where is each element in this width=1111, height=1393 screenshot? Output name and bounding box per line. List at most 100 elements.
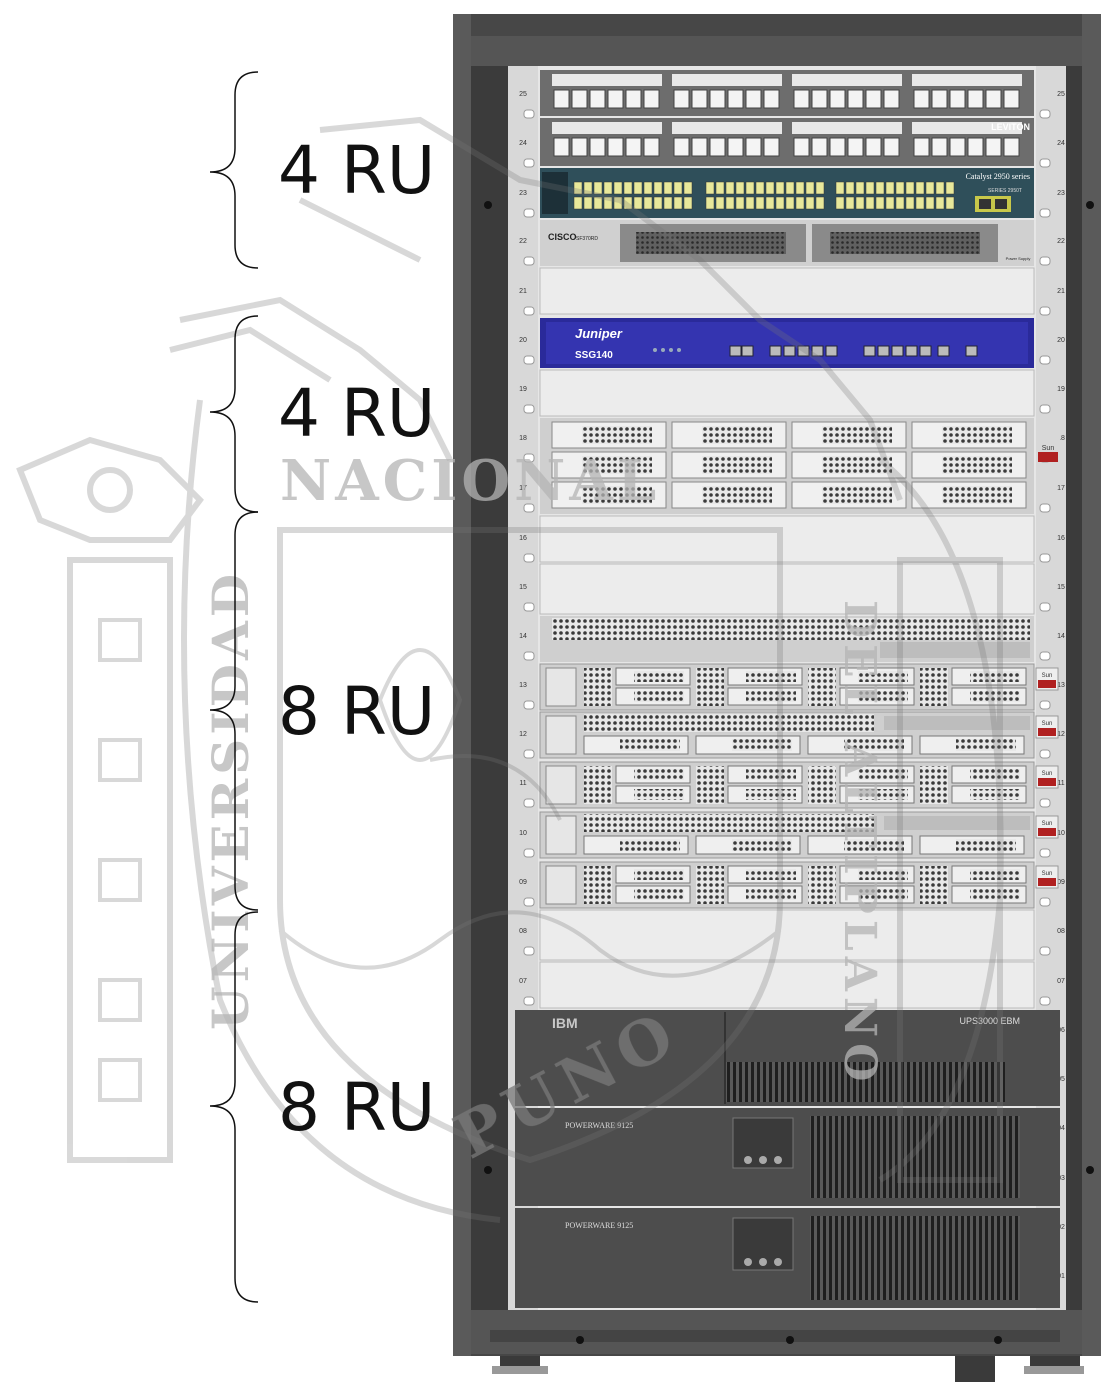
rack-unit-number: 14: [1057, 633, 1065, 640]
patch-port: [968, 90, 983, 108]
server-vent: [920, 766, 948, 804]
patch-port: [692, 90, 707, 108]
switch-port: [756, 197, 764, 209]
drive-vent: [746, 769, 796, 780]
patch-port: [866, 138, 881, 156]
rack-unit-number: 11: [519, 780, 526, 787]
catalyst-switch: Catalyst 2950 series SERIES 2950T: [540, 168, 1034, 218]
switch-port: [654, 182, 662, 194]
patch-panel-brand: LEVITON: [991, 122, 1030, 132]
switch-port: [936, 182, 944, 194]
drive-vent: [942, 486, 1012, 504]
switch-port: [926, 197, 934, 209]
server-control-panel: [546, 866, 576, 904]
patch-label-strip: [792, 122, 902, 134]
patch-port: [986, 138, 1001, 156]
drive-vent: [970, 789, 1020, 800]
drive-vent: [702, 426, 772, 444]
drive-vent: [582, 426, 652, 444]
rack-unit-number: 24: [519, 140, 527, 147]
bracket-label-3: 8 RU: [278, 679, 435, 745]
bracket-1: [210, 72, 258, 268]
switch-port: [756, 182, 764, 194]
rack-unit-number: 20: [519, 337, 527, 344]
rack-unit-number: 14: [519, 633, 527, 640]
drive-vent: [970, 769, 1020, 780]
switch-port: [886, 182, 894, 194]
rack-unit-number: 21: [519, 288, 527, 295]
sun-badge-stripe: [1038, 778, 1056, 786]
blank-panel-16: [540, 516, 1034, 562]
status-led: [653, 348, 657, 352]
patch-port: [914, 90, 929, 108]
switch-port: [766, 182, 774, 194]
bracket-2: [210, 316, 258, 512]
switch-port: [806, 182, 814, 194]
drive-vent: [746, 789, 796, 800]
switch-port: [674, 182, 682, 194]
cage-nut-hole: [1040, 997, 1050, 1005]
rack-unit-number: 16: [1057, 535, 1065, 542]
cage-nut-hole: [524, 750, 534, 758]
sun-logo: Sun: [1042, 771, 1053, 777]
drive-vent: [956, 839, 1016, 851]
patch-port: [830, 90, 845, 108]
router-power-label: Power Supply: [1006, 256, 1031, 261]
cage-nut-hole: [1040, 554, 1050, 562]
patch-port: [608, 90, 623, 108]
rack-unit-number: 23: [519, 190, 527, 197]
patch-port: [710, 138, 725, 156]
watermark-arc-right: DEL ALTIPLANO: [834, 600, 885, 1087]
rack-unit-number: 15: [519, 584, 527, 591]
cage-nut-hole: [524, 554, 534, 562]
firewall-port: [864, 346, 875, 356]
cage-nut-hole: [1040, 849, 1050, 857]
rack-unit-number: 19: [519, 386, 527, 393]
rack-unit-number: 10: [519, 830, 527, 837]
patch-port: [554, 90, 569, 108]
patch-panel-upper: LEVITON: [540, 70, 1034, 166]
patch-label-strip: [912, 74, 1022, 86]
switch-port: [936, 197, 944, 209]
patch-label-strip: [552, 122, 662, 134]
cisco-router: CISCO SF370RD Power Supply: [540, 220, 1034, 266]
server-control-panel: [546, 766, 576, 804]
switch-port: [684, 182, 692, 194]
switch-port: [906, 182, 914, 194]
patch-port: [794, 90, 809, 108]
server-vent: [920, 668, 948, 706]
switch-port: [644, 197, 652, 209]
patch-port: [590, 90, 605, 108]
firewall-port: [906, 346, 917, 356]
server-vent: [584, 866, 612, 904]
rack-unit-number: 22: [519, 238, 527, 245]
ups-upper: POWERWARE 9125: [515, 1108, 1060, 1206]
cage-nut-hole: [1040, 947, 1050, 955]
rack-unit-number: 12: [519, 731, 527, 738]
drive-vent: [634, 869, 684, 880]
ibm-logo: IBM: [552, 1015, 578, 1031]
patch-port: [932, 90, 947, 108]
patch-port: [572, 138, 587, 156]
patch-port: [644, 90, 659, 108]
firewall-port: [770, 346, 781, 356]
switch-port: [684, 197, 692, 209]
server-vent: [696, 766, 724, 804]
firewall-port: [878, 346, 889, 356]
drive-vent: [634, 889, 684, 900]
switch-port: [584, 197, 592, 209]
server-u14: [540, 616, 1034, 662]
switch-port: [816, 197, 824, 209]
firewall-model: SSG140: [575, 350, 613, 361]
cage-nut-hole: [524, 898, 534, 906]
patch-port: [914, 138, 929, 156]
patch-port: [866, 90, 881, 108]
firewall-port: [784, 346, 795, 356]
server-vent: [584, 714, 874, 732]
server-vent: [584, 668, 612, 706]
patch-port: [590, 138, 605, 156]
switch-port: [886, 197, 894, 209]
patch-port: [1004, 90, 1019, 108]
sun-logo: Sun: [1042, 871, 1053, 877]
